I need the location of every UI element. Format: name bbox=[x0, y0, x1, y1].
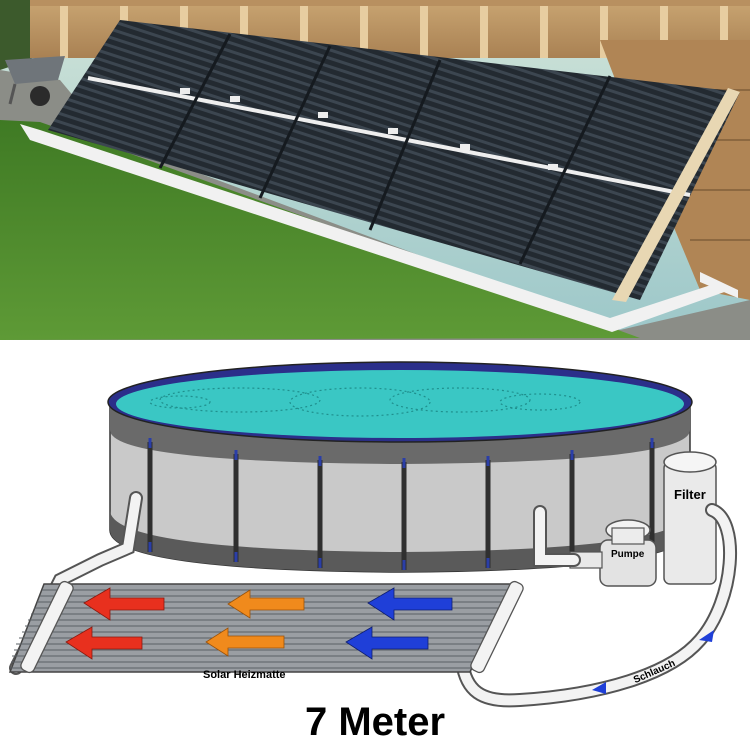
blue-flow-arrow bbox=[345, 587, 453, 660]
filter-unit bbox=[663, 451, 717, 585]
installation-diagram bbox=[8, 361, 737, 708]
small-blue-direction-arrow bbox=[592, 630, 714, 694]
pool-posts bbox=[147, 442, 655, 570]
solar-mat-label: Solar Heizmatte bbox=[203, 669, 286, 681]
installation-photo bbox=[0, 0, 750, 340]
frame-pipe bbox=[20, 124, 730, 332]
support-post bbox=[612, 88, 740, 302]
panel-slats bbox=[87, 76, 691, 197]
wheelbarrow bbox=[5, 56, 65, 106]
filter-label: Filter bbox=[674, 487, 706, 502]
length-caption: 7 Meter bbox=[304, 700, 446, 744]
pump-unit bbox=[569, 519, 657, 587]
water-ripples bbox=[149, 387, 581, 417]
red-flow-arrow bbox=[65, 587, 165, 660]
orange-flow-arrow bbox=[205, 589, 305, 657]
solar-mat bbox=[8, 580, 524, 674]
solar-panel bbox=[48, 20, 740, 300]
pool-water bbox=[116, 370, 684, 438]
pump-label: Pumpe bbox=[611, 549, 645, 560]
